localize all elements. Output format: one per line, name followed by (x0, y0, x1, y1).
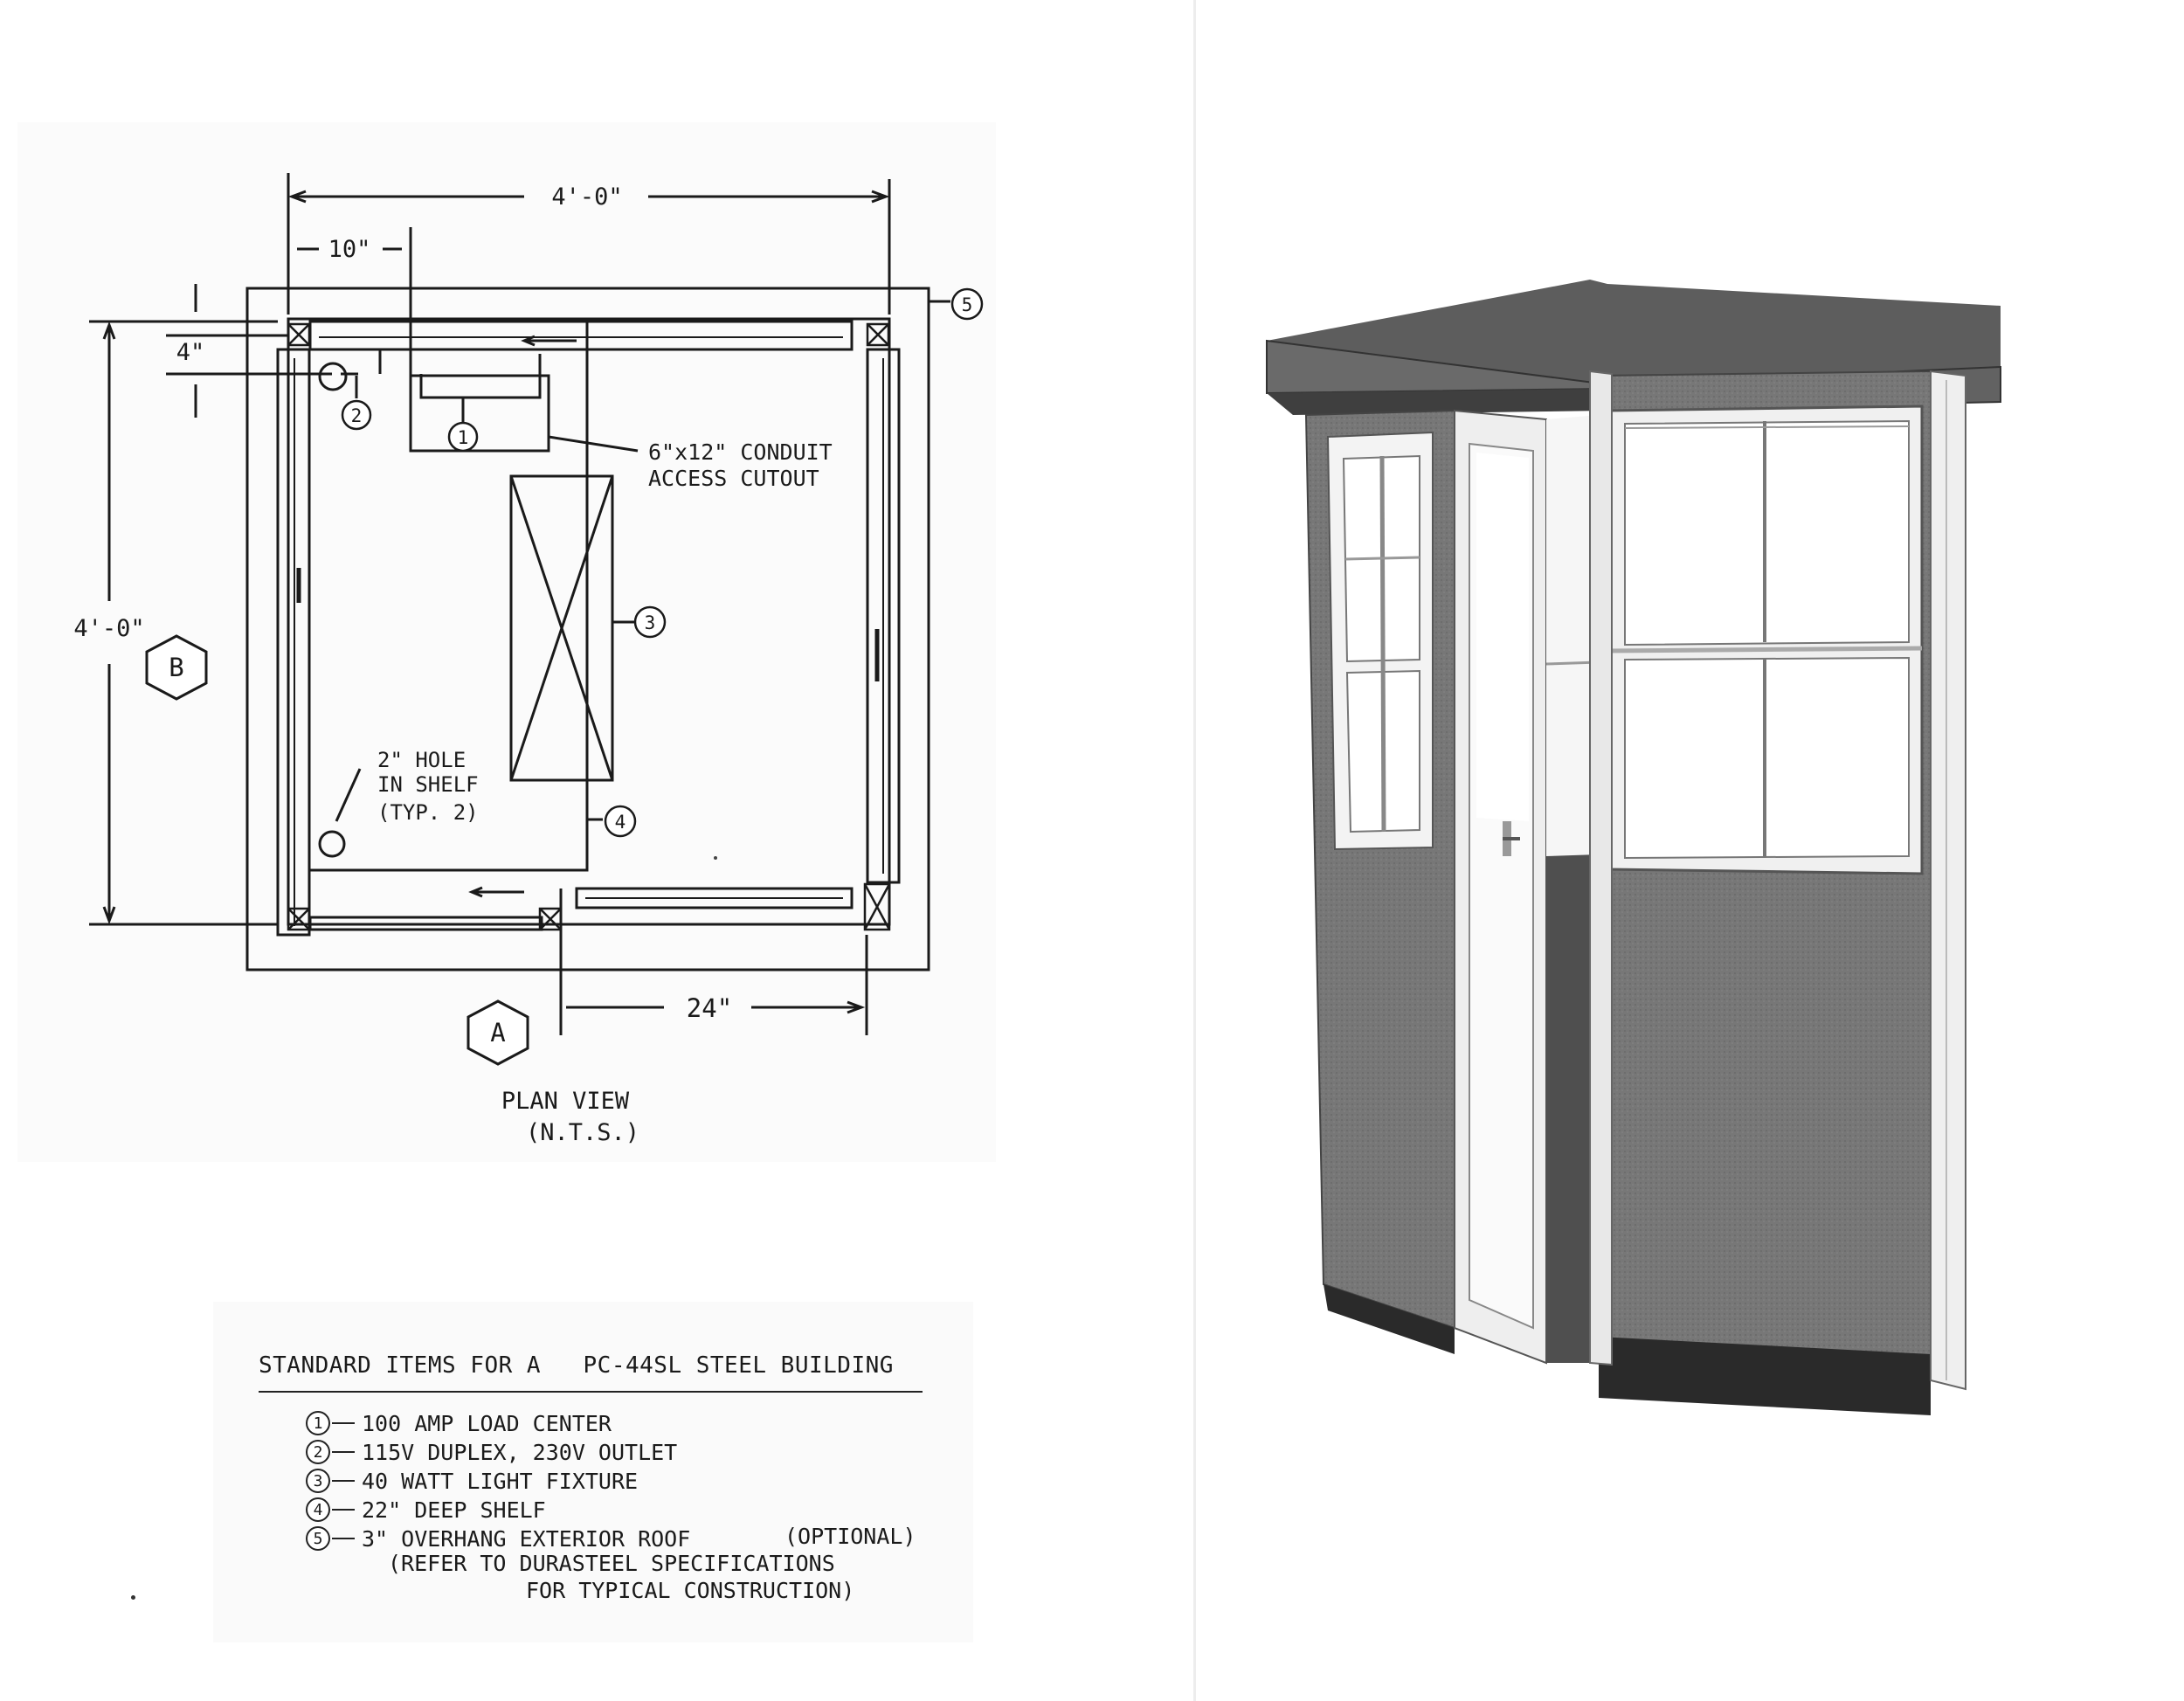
legend-item-text: 22" DEEP SHELF (362, 1497, 546, 1523)
dimension-label-top-offset: 4" (176, 339, 205, 366)
svg-text:5: 5 (962, 294, 973, 315)
roof-overhang-outline (245, 287, 930, 972)
scan-speck (714, 856, 717, 860)
dimension-label-side-offset: 10" (328, 236, 371, 263)
legend-refer-line1: (REFER TO DURASTEEL SPECIFICATIONS (388, 1551, 835, 1576)
svg-text:1: 1 (458, 427, 469, 448)
legend-number-badge: 4 (306, 1497, 330, 1522)
marker-4: 4 (604, 805, 637, 838)
page-fold-line (1193, 0, 1196, 1701)
legend-item-text: 40 WATT LIGHT FIXTURE (362, 1468, 639, 1494)
callout-hole-line2: IN SHELF (377, 772, 479, 797)
booth-center-post (1589, 370, 1613, 1366)
scan-speck (131, 1595, 135, 1600)
legend-item: 4 22" DEEP SHELF (306, 1495, 546, 1525)
legend-item: 3 40 WATT LIGHT FIXTURE (306, 1466, 638, 1496)
legend-leader (332, 1509, 355, 1511)
legend-item: 2 115V DUPLEX, 230V OUTLET (306, 1437, 677, 1467)
svg-text:4: 4 (615, 812, 626, 833)
marker-1: 1 (447, 421, 479, 453)
legend-number-badge: 2 (306, 1440, 330, 1464)
legend-leader (332, 1422, 355, 1424)
svg-text:A: A (490, 1018, 505, 1048)
marker-2: 2 (341, 399, 372, 431)
legend-title: STANDARD ITEMS FOR A PC-44SL STEEL BUILD… (259, 1352, 894, 1379)
view-label-a: A (467, 999, 529, 1066)
marker-5: 5 (950, 287, 984, 321)
corner-posts (287, 322, 891, 931)
legend-leader (332, 1480, 355, 1482)
dimension-overall-depth (89, 320, 278, 926)
legend-item: 1 100 AMP LOAD CENTER (306, 1408, 612, 1438)
shelf-hole (318, 830, 346, 858)
dimension-label-overall-depth: 4'-0" (73, 615, 144, 642)
plan-view-subtitle: (N.T.S.) (526, 1119, 639, 1146)
legend-refer-line2: FOR TYPICAL CONSTRUCTION) (526, 1578, 855, 1603)
legend-number-badge: 3 (306, 1469, 330, 1493)
plan-view-title: PLAN VIEW (501, 1088, 630, 1115)
booth-interior (1545, 415, 1600, 1363)
view-label-b: B (145, 634, 208, 701)
legend-optional-note: (OPTIONAL) (784, 1524, 916, 1549)
dimension-label-overall-width: 4'-0" (551, 183, 622, 211)
legend-paper-panel (213, 1302, 973, 1642)
svg-text:3: 3 (645, 612, 656, 633)
callout-hole-line1: 2" HOLE (377, 748, 466, 772)
legend-number-badge: 1 (306, 1411, 330, 1435)
dimension-side-offset (297, 227, 412, 377)
dimension-overall-width (287, 173, 891, 315)
leader-conduit (548, 435, 639, 453)
slide-arrows (468, 335, 577, 898)
booth-illustration (1266, 280, 2001, 1415)
plan-view-drawing: 4'-0" 10" 4" 4'-0" (73, 173, 984, 1146)
legend-item: 5 3" OVERHANG EXTERIOR ROOF (306, 1524, 690, 1553)
booth-door (1454, 409, 1547, 1365)
booth-left-wall (1304, 409, 1455, 1354)
outlet-box (318, 348, 382, 391)
dimension-top-offset (166, 284, 332, 418)
dimension-label-door: 24" (687, 993, 732, 1023)
callout-conduit-line2: ACCESS CUTOUT (648, 466, 819, 491)
svg-text:B: B (169, 653, 183, 682)
legend-leader (332, 1451, 355, 1453)
legend-item-text: 115V DUPLEX, 230V OUTLET (362, 1439, 678, 1465)
light-fixture (509, 474, 634, 782)
booth-corner-post (1930, 370, 1966, 1391)
legend-item-text: 100 AMP LOAD CENTER (362, 1410, 612, 1436)
legend-number-badge: 5 (306, 1526, 330, 1551)
conduit-cutout (409, 354, 550, 453)
callout-hole-line3: (TYP. 2) (377, 800, 479, 825)
callout-conduit-line1: 6"x12" CONDUIT (648, 439, 833, 465)
legend-leader (332, 1538, 355, 1539)
dimension-door (566, 935, 868, 1035)
shelf (309, 319, 603, 872)
leader-shelf-hole (335, 768, 362, 822)
window-frames (276, 320, 901, 937)
marker-3: 3 (633, 605, 667, 639)
legend-item-text: 3" OVERHANG EXTERIOR ROOF (362, 1525, 691, 1552)
booth-front-panel (1598, 370, 1932, 1415)
legend-divider (259, 1391, 923, 1393)
building-outline (287, 317, 891, 926)
svg-text:2: 2 (351, 405, 363, 426)
